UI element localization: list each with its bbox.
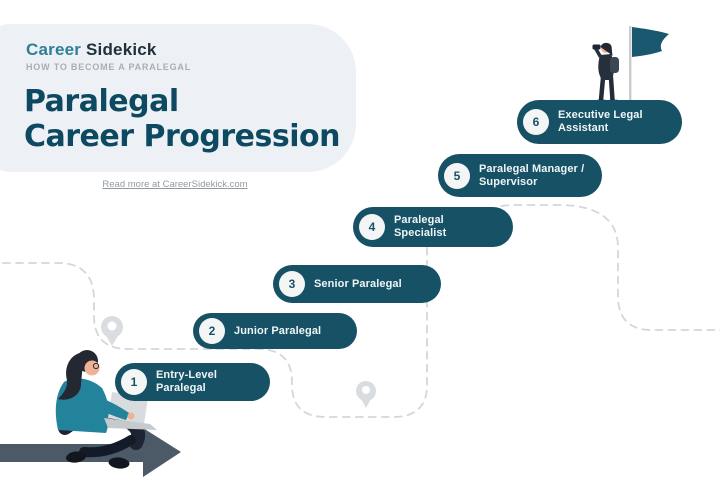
flagpole <box>629 26 632 104</box>
step-number-badge: 3 <box>279 271 305 297</box>
seated-person-with-laptop <box>55 350 157 469</box>
step-number-badge: 4 <box>359 214 385 240</box>
step-number-badge: 1 <box>121 369 147 395</box>
climber-with-binoculars <box>592 26 669 104</box>
brand-word-sidekick: Sidekick <box>81 40 157 59</box>
location-pin-icon <box>356 381 376 408</box>
page-title-line1: Paralegal <box>24 84 179 119</box>
step-label: Paralegal Manager / Supervisor <box>479 162 585 188</box>
step-paralegal-manager-supervisor: 5 Paralegal Manager / Supervisor <box>438 154 602 197</box>
step-label: Junior Paralegal <box>234 324 322 337</box>
step-label: Paralegal Specialist <box>394 214 447 239</box>
step-junior-paralegal: 2 Junior Paralegal <box>193 313 357 349</box>
brand-logo: Career Sidekick <box>26 40 157 60</box>
location-pin-icon <box>101 316 123 346</box>
step-number-badge: 6 <box>523 109 549 135</box>
header-tagline: HOW TO BECOME A PARALEGAL <box>26 62 191 72</box>
step-label: Entry-Level Paralegal <box>156 369 218 394</box>
step-entry-level-paralegal: 1 Entry-Level Paralegal <box>115 363 270 401</box>
step-label: Executive Legal Assistant <box>558 109 643 134</box>
step-executive-legal-assistant: 6 Executive Legal Assistant <box>517 100 682 144</box>
step-number-badge: 5 <box>444 162 470 189</box>
brand-word-career: Career <box>26 40 82 59</box>
page-title: Paralegal Career Progression <box>24 84 354 154</box>
step-senior-paralegal: 3 Senior Paralegal <box>273 265 441 303</box>
dashed-route-line <box>0 204 720 418</box>
step-paralegal-specialist: 4 Paralegal Specialist <box>353 207 513 247</box>
step-number-badge: 2 <box>199 318 225 344</box>
step-label: Senior Paralegal <box>314 277 402 290</box>
header-card: Career Sidekick HOW TO BECOME A PARALEGA… <box>0 24 356 172</box>
page-title-line2: Career Progression <box>24 119 340 154</box>
flag-icon <box>632 27 669 57</box>
read-more-link[interactable]: Read more at CareerSidekick.com <box>102 179 248 190</box>
